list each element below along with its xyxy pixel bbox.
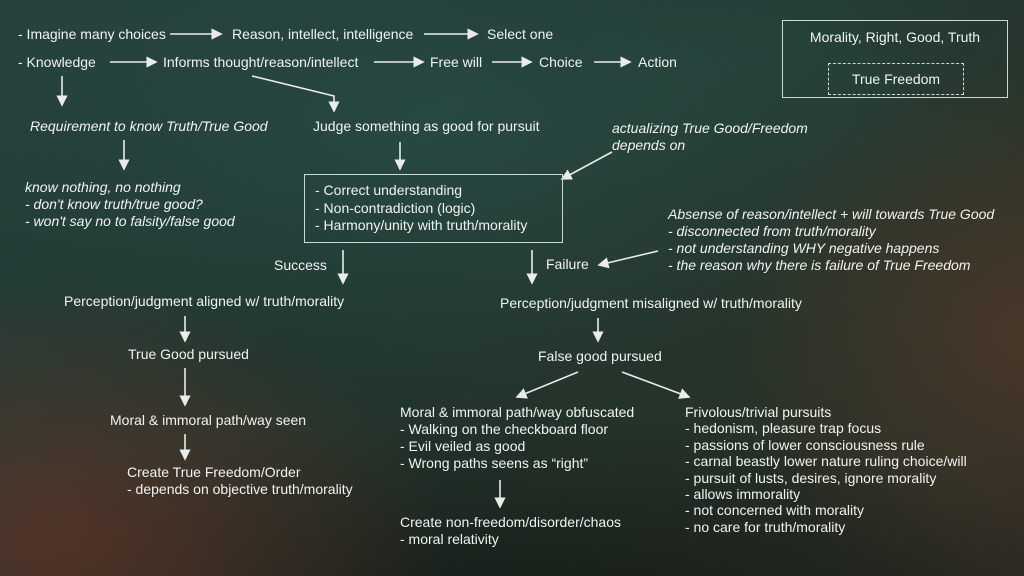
arrow-falsegood-to-frivolous xyxy=(621,371,691,399)
node-judge-good: Judge something as good for pursuit xyxy=(313,118,540,134)
legend-inner-label: True Freedom xyxy=(851,71,941,87)
block-line: - hedonism, pleasure trap focus xyxy=(685,420,882,437)
node-choice: Choice xyxy=(539,54,583,70)
label-success: Success xyxy=(274,257,327,273)
node-false-good-pursued: False good pursued xyxy=(538,348,662,364)
block-line: - allows immorality xyxy=(685,486,801,503)
node-create-true-freedom: Create True Freedom/Order - depends on o… xyxy=(127,464,353,498)
node-create-chaos: Create non-freedom/disorder/chaos - mora… xyxy=(400,514,621,548)
note-know-nothing: know nothing, no nothing - don't know tr… xyxy=(25,179,235,230)
note-absense: Absense of reason/intellect + will towar… xyxy=(668,206,994,274)
block-line: - Wrong paths seens as “right” xyxy=(400,455,589,471)
criteria-line: - Correct understanding xyxy=(315,182,463,198)
node-action: Action xyxy=(638,54,677,70)
block-line: - carnal beastly lower nature ruling cho… xyxy=(685,453,967,470)
criteria-line: - Harmony/unity with truth/morality xyxy=(315,217,528,233)
node-true-good-pursued: True Good pursued xyxy=(128,346,249,362)
node-path-obfuscated: Moral & immoral path/way obfuscated - Wa… xyxy=(400,404,634,472)
block-line: - Walking on the checkboard floor xyxy=(400,421,609,437)
legend-title: Morality, Right, Good, Truth xyxy=(809,29,981,45)
note-line: - won't say no to falsity/false good xyxy=(25,213,235,229)
block-line: Frivolous/trivial pursuits xyxy=(685,404,832,420)
note-line: depends on xyxy=(612,137,686,153)
block-line: Create True Freedom/Order xyxy=(127,464,301,480)
note-line: - disconnected from truth/morality xyxy=(668,223,876,239)
note-line: actualizing True Good/Freedom xyxy=(612,120,808,136)
note-line: - the reason why there is failure of Tru… xyxy=(668,257,971,273)
node-misaligned: Perception/judgment misaligned w/ truth/… xyxy=(500,295,802,311)
arrow-informs-to-judge xyxy=(251,75,340,113)
block-line: - passions of lower consciousness rule xyxy=(685,436,925,453)
criteria-line: - Non-contradiction (logic) xyxy=(315,199,476,216)
node-frivolous-pursuits: Frivolous/trivial pursuits - hedonism, p… xyxy=(685,404,967,535)
label-failure: Failure xyxy=(546,256,589,272)
node-free-will: Free will xyxy=(430,54,483,70)
node-knowledge: - Knowledge xyxy=(18,54,96,70)
note-line: - not understanding WHY negative happens xyxy=(668,240,940,256)
note-line: know nothing, no nothing xyxy=(25,179,181,195)
note-actualizing: actualizing True Good/Freedom depends on xyxy=(612,120,808,154)
note-line: Absense of reason/intellect + will towar… xyxy=(668,206,995,222)
arrow-falsegood-to-obfuscated xyxy=(515,371,579,399)
node-imagine-many-choices: - Imagine many choices xyxy=(18,26,166,42)
node-reason-intellect: Reason, intellect, intelligence xyxy=(232,26,414,42)
criteria-box: - Correct understanding - Non-contradict… xyxy=(304,174,563,243)
node-moral-path-seen: Moral & immoral path/way seen xyxy=(110,412,307,428)
note-line: - don't know truth/true good? xyxy=(25,196,203,212)
block-line: - no care for truth/morality xyxy=(685,518,846,535)
node-select-one: Select one xyxy=(487,26,554,42)
block-line: Moral & immoral path/way obfuscated xyxy=(400,404,635,420)
arrow-actualizing-to-criteria xyxy=(560,151,613,180)
block-line: - pursuit of lusts, desires, ignore mora… xyxy=(685,469,937,486)
block-line: - depends on objective truth/morality xyxy=(127,481,353,497)
block-line: - not concerned with morality xyxy=(685,502,864,519)
legend-inner-box: True Freedom xyxy=(828,63,964,95)
node-informs-thought: Informs thought/reason/intellect xyxy=(163,54,359,70)
legend-box: Morality, Right, Good, Truth True Freedo… xyxy=(782,20,1008,98)
block-line: Create non-freedom/disorder/chaos xyxy=(400,514,622,530)
node-aligned: Perception/judgment aligned w/ truth/mor… xyxy=(64,293,345,309)
block-line: - Evil veiled as good xyxy=(400,438,526,454)
block-line: - moral relativity xyxy=(400,531,499,547)
arrow-absense-to-failure xyxy=(597,250,659,269)
note-requirement: Requirement to know Truth/True Good xyxy=(30,118,268,134)
